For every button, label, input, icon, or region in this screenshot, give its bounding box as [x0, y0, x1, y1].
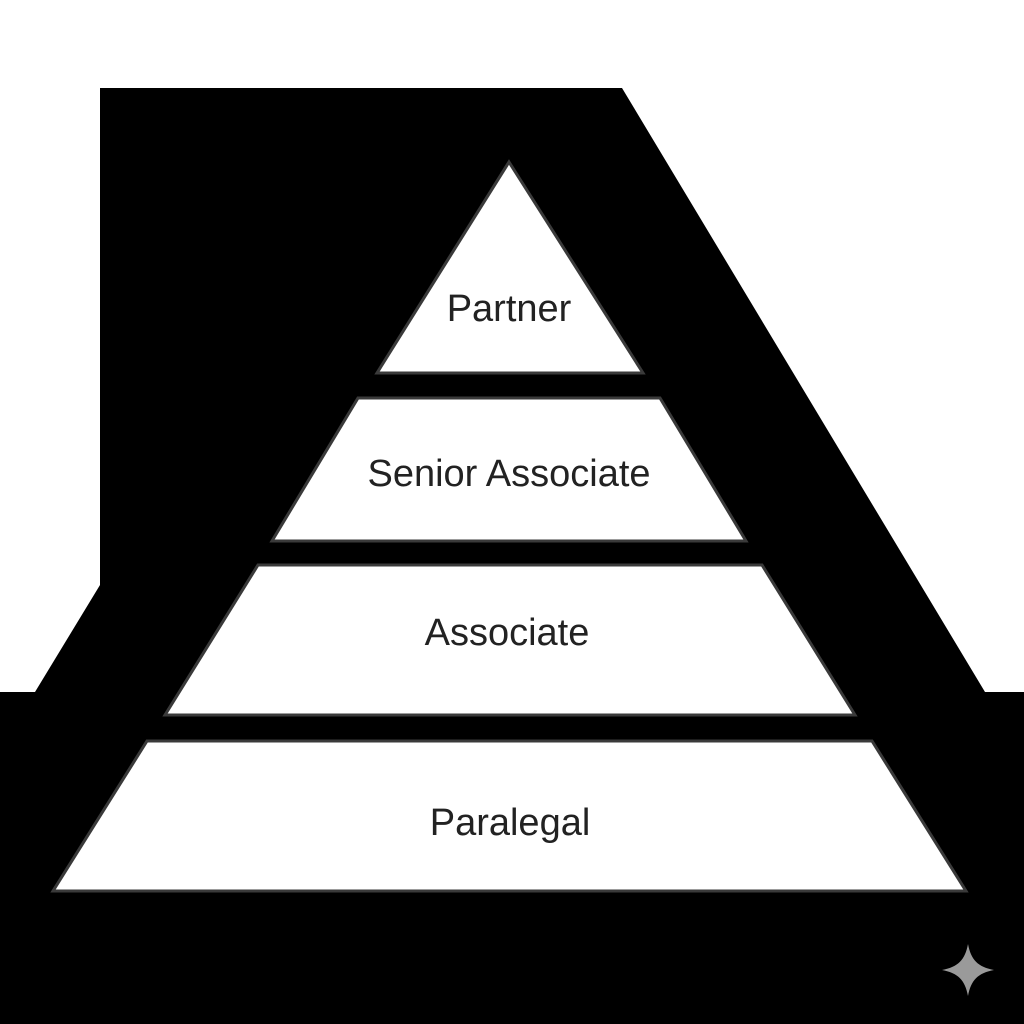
tier-senior-associate-shape [269, 396, 749, 543]
tier-partner: Partner [374, 159, 646, 375]
sparkle-icon [942, 944, 994, 996]
tier-associate-shape [162, 563, 858, 717]
tier-paralegal: Paralegal [50, 739, 969, 893]
tier-senior-associate: Senior Associate [269, 396, 749, 543]
tier-associate-label: Associate [425, 612, 590, 654]
tier-paralegal-label: Paralegal [430, 802, 591, 844]
tier-partner-label: Partner [447, 288, 572, 330]
tier-paralegal-shape [50, 739, 969, 893]
tier-senior-associate-label: Senior Associate [367, 453, 650, 495]
tier-associate: Associate [162, 563, 858, 717]
tier-partner-shape [374, 159, 646, 375]
